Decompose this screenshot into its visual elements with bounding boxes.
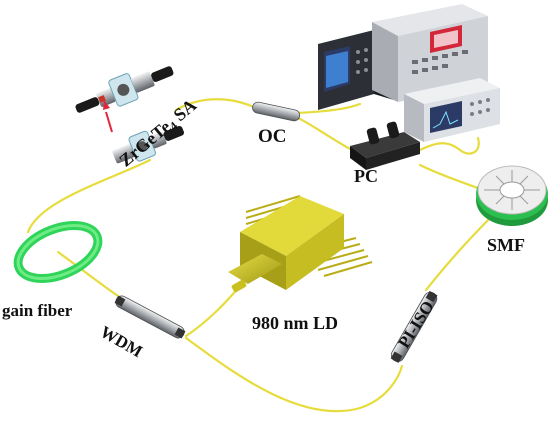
gain-fiber-coil (13, 220, 103, 284)
label-gain-fiber: gain fiber (2, 301, 73, 320)
label-oc: OC (258, 126, 287, 147)
polarization-independent-isolator (390, 290, 438, 363)
wdm-coupler (114, 295, 186, 339)
optical-spectrum-analyzer (372, 4, 488, 102)
label-smf: SMF (487, 235, 525, 255)
oscilloscope (318, 30, 394, 110)
fiber-loop (26, 98, 502, 413)
frequency-analyzer (404, 78, 500, 142)
polarization-controller (350, 121, 420, 170)
laser-diode-980nm (228, 195, 373, 293)
output-coupler (252, 101, 301, 122)
smf-spool (476, 165, 548, 226)
label-pc: PC (354, 166, 378, 186)
saturable-absorber-mount (75, 66, 184, 164)
label-980nm-ld: 980 nm LD (252, 313, 339, 333)
